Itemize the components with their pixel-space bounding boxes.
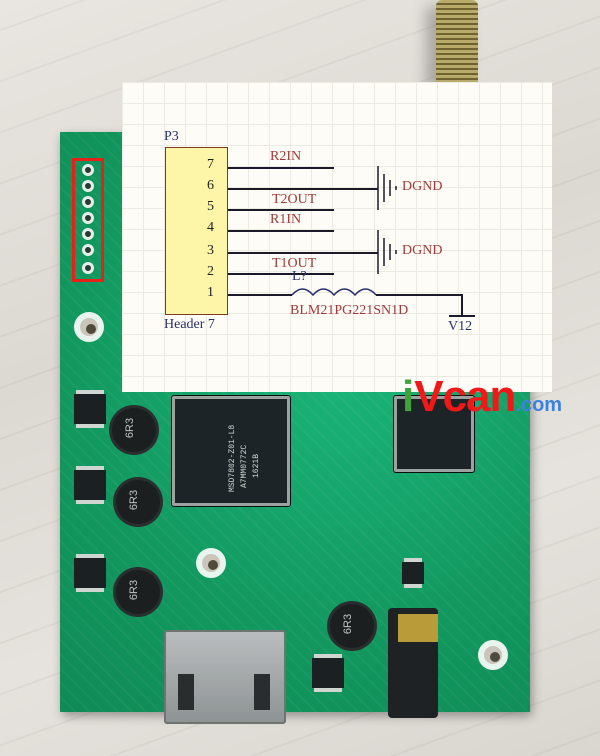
inductor-designator: L? [292, 269, 307, 284]
power-label: V12 [448, 319, 473, 334]
logo-suffix: .com [515, 394, 563, 416]
component-designator: P3 [164, 129, 179, 144]
header-pin [82, 196, 94, 208]
ground-icon [377, 230, 397, 274]
pin-number: 3 [207, 243, 214, 258]
wire-pin4 [228, 230, 334, 232]
regulator-chip [312, 658, 344, 688]
chip-marking: MSD7802-Z01-L8 [228, 424, 237, 492]
regulator-chip [74, 394, 106, 424]
wire-pin3 [228, 252, 378, 254]
wire-pin7 [228, 167, 334, 169]
wire-pin2 [228, 273, 334, 275]
net-label-t1out: T1OUT [272, 256, 317, 271]
mounting-hole [74, 312, 104, 342]
pin-number: 5 [207, 199, 214, 214]
inductor-icon [292, 288, 377, 297]
power-inductor: 6R3 [116, 480, 160, 524]
net-label-r2in: R2IN [270, 149, 302, 164]
wire-pin6 [228, 188, 378, 190]
header-pin [82, 180, 94, 192]
wire-pin1-right [376, 294, 462, 296]
mounting-hole [196, 548, 226, 578]
component-name: Header 7 [164, 317, 215, 332]
power-inductor: 6R3 [112, 408, 156, 452]
chip-marking: 1621B [252, 453, 261, 478]
wire-pin1-left [228, 294, 292, 296]
net-label-t2out: T2OUT [272, 192, 317, 207]
net-label-dgnd: DGND [402, 243, 443, 258]
antenna-connector [436, 0, 478, 84]
header-pin [82, 244, 94, 256]
regulator-chip [74, 558, 106, 588]
power-inductor: 6R3 [116, 570, 160, 614]
pin-number: 1 [207, 285, 214, 300]
pin-number: 4 [207, 220, 214, 235]
logo-i: i [402, 372, 415, 421]
logo-main: Vcan [414, 372, 516, 421]
power-symbol-bar [449, 315, 475, 317]
wire-v12-drop [461, 294, 463, 316]
header-pin [82, 212, 94, 224]
net-label-r1in: R1IN [270, 212, 302, 227]
net-label-dgnd: DGND [402, 179, 443, 194]
header-pin [82, 228, 94, 240]
power-inductor: 6R3 [330, 604, 374, 648]
pin-number: 6 [207, 178, 214, 193]
highlight-box [72, 158, 104, 282]
regulator-chip [402, 562, 424, 584]
header-pin [82, 262, 94, 274]
pin-number: 2 [207, 264, 214, 279]
main-processor-chip: MSD7802-Z01-L8 A7MM0772C 1621B [172, 396, 290, 506]
header-pin [82, 164, 94, 176]
pin-number: 7 [207, 157, 214, 172]
wire-pin5 [228, 209, 334, 211]
chip-marking: A7MM0772C [240, 444, 249, 488]
schematic-overlay: P3 7 6 5 4 3 2 1 Header 7 R2IN T2OUT R1I… [122, 82, 552, 392]
hdmi-port [164, 630, 286, 724]
memory-chip [394, 396, 474, 472]
inductor-part-number: BLM21PG221SN1D [290, 303, 409, 318]
ground-icon [377, 166, 397, 210]
header-component-body [165, 147, 228, 315]
watermark-logo: iVcan.com [402, 372, 562, 422]
mounting-hole [478, 640, 508, 670]
regulator-chip [74, 470, 106, 500]
audio-jack-contact [398, 614, 438, 642]
